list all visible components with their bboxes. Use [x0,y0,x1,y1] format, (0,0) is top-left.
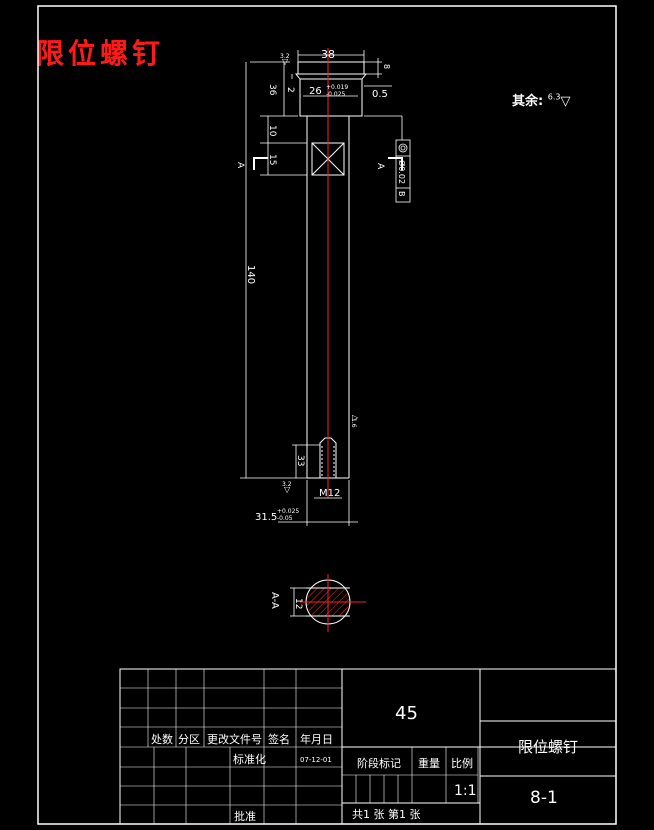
rest-roughness-value: 6.3 [547,92,561,102]
weight-label: 重量 [418,756,440,770]
dim-head-inner: 26 [309,86,322,97]
roughness-side-icon: ▷ [352,413,359,422]
rev-header-sign: 签名 [268,732,290,746]
part-title-red: 限位螺钉 [36,37,165,70]
dim-15: 15 [267,154,277,165]
dim-10: 10 [267,125,277,137]
drawing-number: 8-1 [530,788,558,808]
dim-head-inner-tol-lower: -0.025 [326,91,346,98]
dim-thread: M12 [319,488,340,499]
dim-36: 36 [267,84,277,96]
scale-value: 1:1 [454,783,477,799]
dim-head-inner-tol-upper: +0.019 [326,84,348,91]
dimension-lines [240,50,403,526]
standardization-date: 07-12-01 [300,756,332,764]
section-mark-right [388,157,403,170]
title-block [119,668,617,825]
material-value: 45 [395,703,418,724]
section-mark-left [253,157,268,170]
roughness-top: 3.2 [280,53,290,60]
roughness-bottom: 3.2 [282,481,292,488]
stage-label: 阶段标记 [357,756,401,770]
standardization-label: 标准化 [233,752,266,766]
dim-chamfer: 0.5 [372,89,388,100]
part-name-block: 限位螺钉 [518,738,578,756]
roughness-top-icon: ▽ [282,57,289,66]
dim-shaft-dia-tol-upper: +0.025 [277,508,299,515]
scale-label: 比例 [451,756,473,770]
dim-head-width: 38 [321,48,335,61]
dim-total-length: 140 [245,265,256,284]
dim-shaft-dia: 31.5 [255,512,277,523]
rev-header-date: 年月日 [300,732,333,746]
drawing-frame [37,5,617,825]
dim-head-height: 8 [382,64,391,69]
rev-header-docno: 更改文件号 [207,732,262,746]
section-label: A-A [269,592,280,609]
roughness-bottom-icon: ▽ [284,485,291,494]
section-view-aa [290,574,366,632]
dim-2: 2 [285,87,295,93]
section-mark-a-left: A [235,162,245,169]
geom-tol-datum: B [397,191,406,197]
geom-tol-value: Ø0.02 [397,160,407,184]
dim-thread-depth: 33 [295,455,305,466]
section-mark-a-right: A [375,163,385,170]
rev-header-count: 处数 [151,733,173,746]
approval-label: 批准 [234,809,256,823]
rest-roughness-label: 其余: [512,94,544,109]
roughness-symbol-icon: ▽ [560,94,571,109]
dim-shaft-dia-tol-lower: -0.05 [277,515,293,522]
dim-section-width: 12 [293,598,303,609]
sheet-info: 共1 张 第1 张 [352,807,421,821]
rest-roughness-note: 其余: 6.3▽ [512,90,570,109]
geometric-tolerance-frame [395,139,411,203]
rev-header-zone: 分区 [178,733,200,746]
roughness-side: 1.6 [350,418,357,428]
